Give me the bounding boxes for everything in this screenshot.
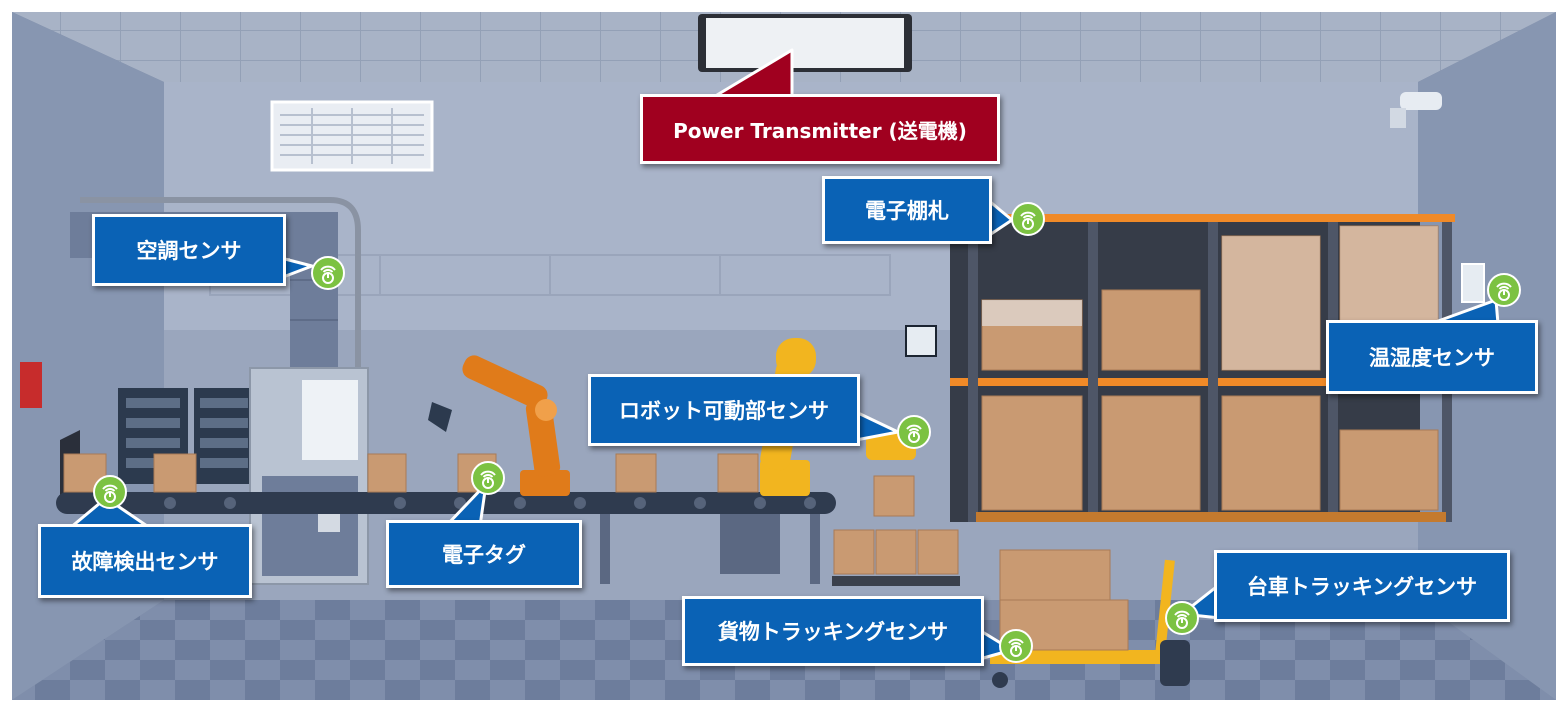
cargo-sensor-icon <box>999 629 1033 663</box>
cart-sensor-icon <box>1165 601 1199 635</box>
temp-humidity-sensor-label: 温湿度センサ <box>1326 320 1538 394</box>
fault-sensor-icon <box>93 475 127 509</box>
cargo-tracking-sensor-label: 貨物トラッキングセンサ <box>682 596 984 666</box>
fault-detection-sensor-label: 故障検出センサ <box>38 524 252 598</box>
power-transmitter-label: Power Transmitter (送電機) <box>640 94 1000 164</box>
aircon-sensor-icon <box>311 256 345 290</box>
transmitter-callout-tail <box>710 48 794 100</box>
robot-callout-tail <box>854 410 900 442</box>
cart-tracking-sensor-label: 台車トラッキングセンサ <box>1214 550 1510 622</box>
electronic-shelf-tag-label: 電子棚札 <box>822 176 992 244</box>
temp-humidity-sensor-icon <box>1487 273 1521 307</box>
robot-sensor-icon <box>897 415 931 449</box>
robot-joint-sensor-label: ロボット可動部センサ <box>588 374 860 446</box>
shelf-tag-sensor-icon <box>1011 202 1045 236</box>
aircon-sensor-label: 空調センサ <box>92 214 286 286</box>
e-tag-sensor-icon <box>471 461 505 495</box>
electronic-tag-label: 電子タグ <box>386 520 582 588</box>
